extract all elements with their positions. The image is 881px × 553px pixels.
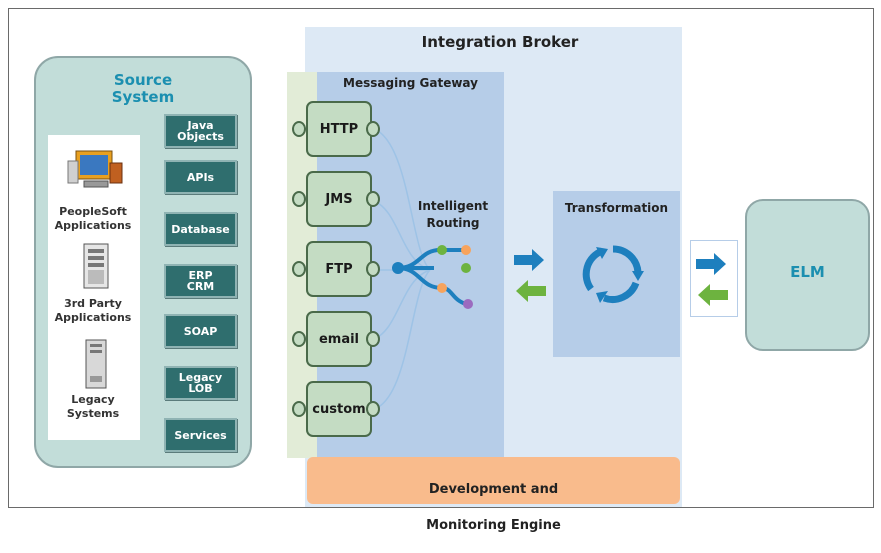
connector-jms-label: JMS bbox=[325, 191, 353, 207]
routing-tree-icon bbox=[392, 245, 473, 309]
connector-custom-label: custom bbox=[312, 401, 366, 417]
tile-database: Database bbox=[164, 212, 237, 246]
connector-jms: JMS bbox=[306, 171, 372, 227]
connector-http: HTTP bbox=[306, 101, 372, 157]
connector-ftp: FTP bbox=[306, 241, 372, 297]
routing-line2: Routing bbox=[426, 216, 480, 230]
transformation-title: Transformation bbox=[564, 201, 669, 215]
connector-custom-tab-right bbox=[366, 401, 380, 417]
elm-label: ELM bbox=[790, 263, 825, 281]
connector-http-tab bbox=[292, 121, 306, 137]
tile-services: Services bbox=[164, 418, 237, 452]
intelligent-routing-label: Intelligent Routing bbox=[408, 198, 498, 232]
source-title-line1: Source bbox=[113, 71, 173, 89]
routing-lines bbox=[371, 127, 431, 411]
diagram-frame bbox=[8, 8, 874, 508]
refresh-cycle-icon bbox=[582, 245, 644, 303]
connector-email-label: email bbox=[318, 331, 360, 347]
app-label-legacy: Legacy Systems bbox=[66, 393, 120, 420]
tile-java-objects: Java Objects bbox=[164, 114, 237, 148]
dev-label-line2: Monitoring Engine bbox=[426, 518, 561, 533]
app-label-3rd-party: 3rd Party Applications bbox=[54, 297, 132, 324]
dev-monitoring-engine-label: Development and Monitoring Engine bbox=[307, 463, 680, 553]
elm-bidirectional-arrows-icon bbox=[696, 253, 728, 306]
computer-icon bbox=[67, 150, 123, 188]
dev-label-line1: Development and bbox=[428, 482, 559, 497]
connector-http-tab-right bbox=[366, 121, 380, 137]
tile-apis: APIs bbox=[164, 160, 237, 194]
connector-custom: custom bbox=[306, 381, 372, 437]
connector-ftp-tab-right bbox=[366, 261, 380, 277]
source-title-line2: System bbox=[111, 88, 175, 106]
connector-http-label: HTTP bbox=[319, 121, 359, 137]
tower-icon bbox=[85, 339, 107, 389]
bidirectional-arrows-icon bbox=[514, 249, 546, 302]
messaging-gateway-title: Messaging Gateway bbox=[343, 76, 478, 90]
routing-line1: Intelligent bbox=[417, 199, 489, 213]
elm-arrows-panel bbox=[690, 240, 738, 317]
connector-custom-tab bbox=[292, 401, 306, 417]
connector-jms-tab bbox=[292, 191, 306, 207]
connector-ftp-tab bbox=[292, 261, 306, 277]
connector-jms-tab-right bbox=[366, 191, 380, 207]
tile-soap: SOAP bbox=[164, 314, 237, 348]
connector-email-tab bbox=[292, 331, 306, 347]
tile-erp-crm: ERP CRM bbox=[164, 264, 237, 298]
integration-broker-title: Integration Broker bbox=[421, 33, 579, 51]
dev-monitoring-engine-box bbox=[307, 457, 680, 504]
tile-legacy-lob: Legacy LOB bbox=[164, 366, 237, 400]
transformation-box bbox=[553, 191, 680, 357]
server-icon bbox=[83, 243, 109, 289]
connector-email-tab-right bbox=[366, 331, 380, 347]
elm-box bbox=[745, 199, 870, 351]
app-label-peoplesoft: PeopleSoft Applications bbox=[54, 205, 132, 232]
connector-email: email bbox=[306, 311, 372, 367]
source-system-title: Source System bbox=[34, 72, 252, 106]
connector-ftp-label: FTP bbox=[325, 261, 353, 277]
